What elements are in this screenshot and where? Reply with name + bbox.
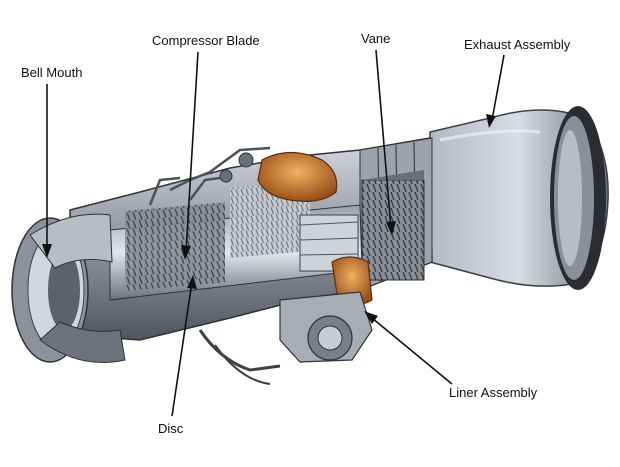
leader-vane bbox=[375, 49, 392, 229]
leader-lines bbox=[42, 49, 505, 417]
leader-liner-assembly bbox=[371, 317, 453, 385]
arrowhead-exhaust-assembly bbox=[486, 114, 496, 128]
turbine-vanes-shape bbox=[361, 170, 425, 281]
label-bell-mouth: Bell Mouth bbox=[21, 65, 83, 80]
combustor-shape bbox=[219, 151, 373, 306]
leader-disc bbox=[171, 281, 193, 417]
label-exhaust-assembly: Exhaust Assembly bbox=[464, 37, 571, 52]
label-liner-assembly: Liner Assembly bbox=[449, 385, 538, 400]
bell-mouth-shape bbox=[11, 213, 126, 363]
arrowhead-liner-assembly bbox=[364, 311, 378, 324]
label-disc: Disc bbox=[158, 421, 184, 436]
exhaust-assembly-shape bbox=[429, 106, 609, 290]
arrowhead-disc bbox=[187, 275, 197, 289]
arrowhead-bell-mouth bbox=[42, 244, 52, 258]
leader-exhaust-assembly bbox=[491, 54, 505, 121]
compressor-rotor-shape bbox=[109, 180, 363, 301]
arrowhead-vane bbox=[386, 221, 396, 236]
label-compressor-blade: Compressor Blade bbox=[152, 33, 260, 48]
leader-compressor-blade bbox=[185, 51, 199, 253]
liner-assembly-shape bbox=[198, 291, 373, 385]
arrowhead-compressor-blade bbox=[181, 245, 191, 260]
piping-shape bbox=[148, 146, 271, 206]
label-vane: Vane bbox=[361, 31, 391, 46]
